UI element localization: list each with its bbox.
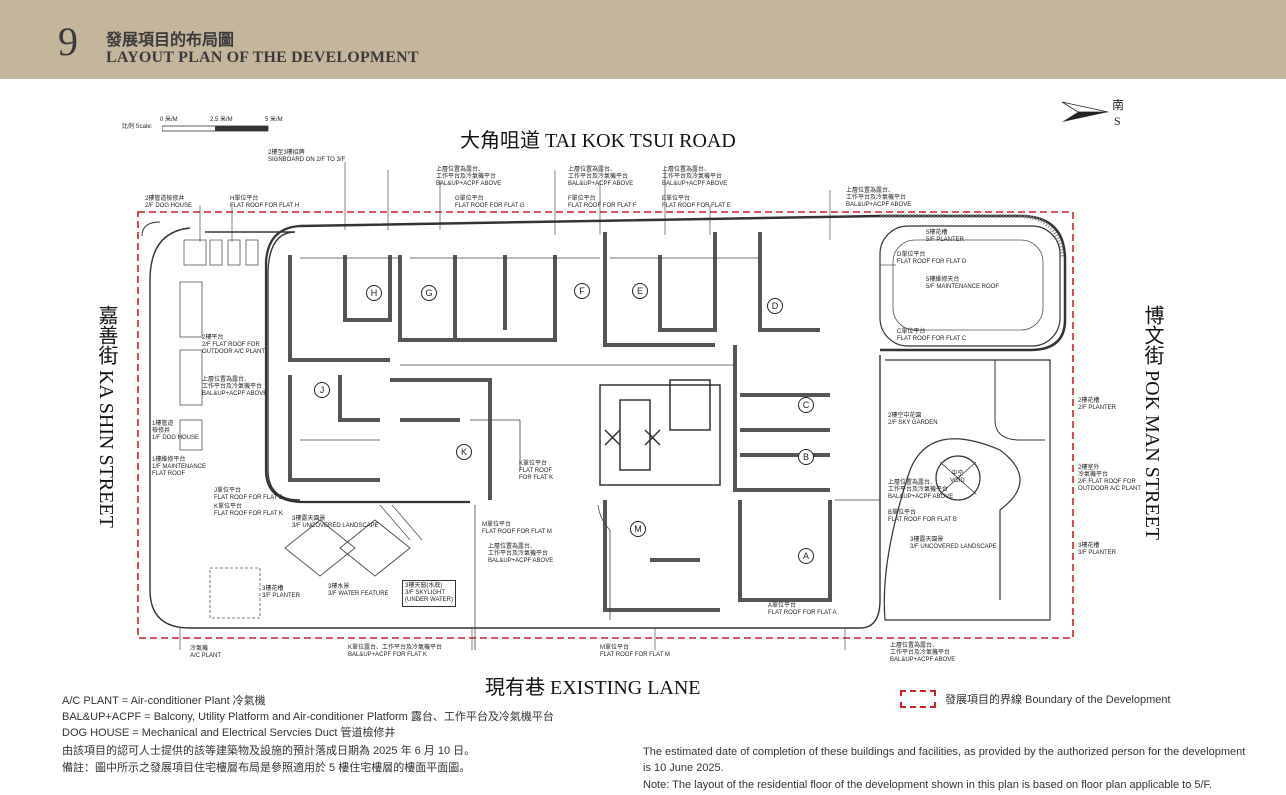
road-existing-lane: 現有巷 EXISTING LANE: [485, 677, 701, 699]
header-band: 9 發展項目的布局圖 LAYOUT PLAN OF THE DEVELOPMEN…: [0, 0, 1286, 79]
legend-ac-plant: A/C PLANT = Air-conditioner Plant 冷氣機: [62, 695, 266, 707]
label-skylight: 3樓天窗(水底) 3/F SKYLIGHT (UNDER WATER): [402, 580, 456, 607]
page-title-zh: 發展項目的布局圖: [106, 30, 235, 49]
label-above-e: 上層位置為露台、 工作平台及冷氣機平台 BAL&UP+ACPF ABOVE: [662, 167, 728, 187]
label-outdoor-ac-2f: 2樓平台 2/F FLAT ROOF FOR OUTDOOR A/C PLANT: [202, 335, 266, 355]
podium-outline: [205, 231, 301, 501]
label-planter-3f-e: 3樓花槽 3/F PLANTER: [1078, 543, 1117, 556]
page-number: 9: [58, 19, 78, 64]
scale-label: 比例 Scale:: [122, 124, 153, 130]
label-above-f: 上層位置為露台、 工作平台及冷氣機平台 BAL&UP+ACPF ABOVE: [568, 167, 634, 187]
label-above-b: 上層位置為露台、 工作平台及冷氣機平台 BAL&UP+ACPF ABOVE: [888, 480, 954, 500]
label-above-m: 上層位置為露台、 工作平台及冷氣機平台 BAL&UP+ACPF ABOVE: [488, 544, 554, 564]
label-uncovered-3f-w: 3樓露天園景 3/F UNCOVERED LANDSCAPE: [292, 516, 379, 529]
page-title-en: LAYOUT PLAN OF THE DEVELOPMENT: [106, 49, 419, 66]
flat-label-k: K: [456, 444, 472, 460]
note-en-completion: The estimated date of completion of thes…: [643, 746, 1246, 774]
road-pok-man: 博文街 POK MAN STREET: [1141, 305, 1163, 541]
flat-label-f: F: [574, 283, 590, 299]
legend-bal-up-acpf: BAL&UP+ACPF = Balcony, Utility Platform …: [62, 711, 554, 723]
road-ka-shin: 嘉善街 KA SHIN STREET: [95, 305, 117, 528]
label-flat-roof-e: E單位平台 FLAT ROOF FOR FLAT E: [662, 196, 731, 209]
label-void: 中空 VOID: [950, 471, 965, 484]
label-above-w: 上層位置為露台、 工作平台及冷氣機平台 BAL&UP+ACPF ABOVE: [202, 377, 268, 397]
scale-tick-0: 0 米/M: [160, 117, 178, 123]
label-signboard: 2樓至3樓招牌 SIGNBOARD ON 2/F TO 3/F: [268, 150, 346, 163]
label-sky-garden: 2樓空中花園 2/F SKY GARDEN: [888, 413, 938, 426]
compass-zh: 南: [1112, 98, 1125, 112]
development-boundary: [137, 211, 1074, 639]
flat-label-e: E: [632, 283, 648, 299]
scale-tick-2: 5 米/M: [265, 117, 283, 123]
label-flat-roof-c: C單位平台 FLAT ROOF FOR FLAT C: [897, 329, 967, 342]
flat-label-g: G: [421, 285, 437, 301]
label-above-ne: 上層位置為露台、 工作平台及冷氣機平台 BAL&UP+ACPF ABOVE: [846, 188, 912, 208]
label-flat-roof-m: M單位平台 FLAT ROOF FOR FLAT M: [600, 645, 670, 658]
note-zh-completion: 由該項目的認可人士提供的該等建築物及設施的預計落成日期為 2025 年 6 月 …: [62, 745, 476, 757]
note-en-layout: Note: The layout of the residential floo…: [643, 779, 1213, 791]
label-flat-roof-k-mid: K單位平台 FLAT ROOF FOR FLAT K: [519, 461, 554, 481]
compass-arrow-icon: [1061, 101, 1109, 122]
flat-label-j: J: [314, 382, 330, 398]
label-planter-3f-w: 3樓花槽 3/F PLANTER: [262, 586, 301, 599]
flat-label-c: C: [798, 397, 814, 413]
label-above-se: 上層位置為露台、 工作平台及冷氣機平台 BAL&UP+ACPF ABOVE: [890, 643, 956, 663]
label-flat-roof-m-mid: M單位平台 FLAT ROOF FOR FLAT M: [482, 522, 552, 535]
label-flat-roof-b: B單位平台 FLAT ROOF FOR FLAT B: [888, 510, 957, 523]
label-flat-roof-f: F單位平台 FLAT ROOF FOR FLAT F: [568, 196, 637, 209]
label-dog-house-2f: 2樓管道檢修井 2/F DOG HOUSE: [145, 196, 193, 209]
label-above-g: 上層位置為露台、 工作平台及冷氣機平台 BAL&UP+ACPF ABOVE: [436, 167, 502, 187]
compass-en: S: [1114, 114, 1121, 128]
label-ac-plant: 冷氣機 A/C PLANT: [190, 646, 222, 659]
flat-label-h: H: [366, 285, 382, 301]
road-tai-kok-tsui: 大角咀道 TAI KOK TSUI ROAD: [460, 130, 736, 152]
label-planter-2f: 2樓花槽 2/F PLANTER: [1078, 398, 1117, 411]
label-water-feature: 3樓水景 3/F WATER FEATURE: [328, 584, 389, 597]
flat-label-m: M: [630, 521, 646, 537]
label-flat-roof-k: K單位平台 FLAT ROOF FOR FLAT K: [214, 504, 283, 517]
label-flat-roof-d: D單位平台 FLAT ROOF FOR FLAT D: [897, 252, 967, 265]
label-planter-5f: 5樓花槽 5/F PLANTER: [926, 230, 965, 243]
scale-tick-1: 2.5 米/M: [210, 117, 233, 123]
label-flat-roof-a: A單位平台 FLAT ROOF FOR FLAT A: [768, 603, 837, 616]
flat-label-b: B: [798, 449, 814, 465]
label-maint-roof-1f: 1樓維修平台 1/F MAINTENANCE FLAT ROOF: [152, 457, 207, 477]
flat-label-d: D: [767, 298, 783, 314]
label-uncovered-3f-e: 3樓露天園景 3/F UNCOVERED LANDSCAPE: [910, 537, 997, 550]
legend-dog-house: DOG HOUSE = Mechanical and Electrical Se…: [62, 727, 396, 739]
boundary-swatch: [900, 690, 936, 708]
label-dog-house-1f: 1樓管道 檢修井 1/F DOG HOUSE: [152, 421, 200, 441]
label-flat-roof-h: H單位平台 FLAT ROOF FOR FLAT H: [230, 196, 300, 209]
label-outdoor-ac-e: 2樓室外 冷氣機平台 2/F FLAT ROOF FOR OUTDOOR A/C…: [1078, 465, 1142, 492]
note-zh-layout: 備註：圖中所示之發展項目住宅樓層布局是參照適用於 5 樓住宅樓層的樓面平面圖。: [62, 762, 471, 774]
scale-bar: [162, 125, 269, 132]
label-maint-roof-5f: 5樓維修天台 5/F MAINTENANCE ROOF: [926, 277, 1000, 290]
label-bal-k: K單位露台、工作平台及冷氣機平台 BAL&UP+ACPF FOR FLAT K: [348, 645, 443, 658]
label-flat-roof-g: G單位平台 FLAT ROOF FOR FLAT G: [455, 196, 525, 209]
legend-boundary: 發展項目的界線 Boundary of the Development: [945, 694, 1171, 706]
flat-label-a: A: [798, 548, 814, 564]
label-flat-roof-j: J單位平台 FLAT ROOF FOR FLAT J: [214, 488, 282, 501]
